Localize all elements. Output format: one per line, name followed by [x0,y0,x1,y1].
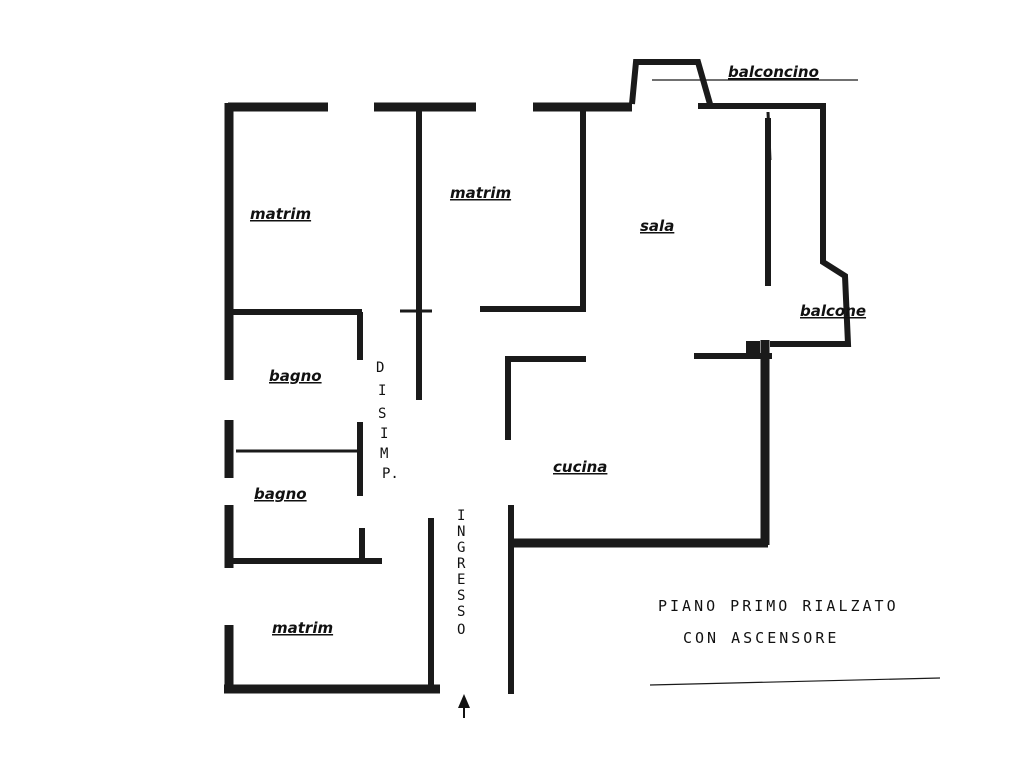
ingresso-letter: R [457,556,466,572]
walls [224,59,941,694]
label-matrim-top-center: matrim [450,184,511,202]
label-balcone: balcone [800,302,866,320]
wall-right-exterior [770,104,852,347]
disimp-letter: S [378,406,386,422]
note-line1: PIANO PRIMO RIALZATO [658,597,899,615]
ingresso-label: I N G R E S S O [457,508,466,638]
room-labels: matrim matrim sala balcone balconcino ba… [250,63,866,637]
label-sala: sala [640,217,674,235]
label-bagno-lower: bagno [254,485,307,503]
note-line2: CON ASCENSORE [683,629,839,647]
ingresso-letter: O [457,622,465,638]
label-cucina: cucina [553,458,607,476]
ingresso-letter: G [457,540,465,556]
disimp-letter: D [376,360,384,376]
disimp-label: D I S I M P. [376,360,399,482]
column-block [746,341,760,357]
signature-line [649,677,941,686]
label-bagno-upper: bagno [269,367,322,385]
disimp-letter: M [380,446,388,462]
entrance-arrow-icon [458,694,470,718]
label-matrim-top-left: matrim [250,205,311,223]
ingresso-letter: E [457,572,465,588]
disimp-letter: P. [382,466,399,482]
ingresso-letter: N [457,524,465,540]
wall-balcone-thin [766,111,772,161]
ingresso-letter: I [457,508,465,524]
ingresso-letter: S [457,604,465,620]
disimp-letter: I [378,383,386,399]
plan-notes: PIANO PRIMO RIALZATO CON ASCENSORE [658,597,899,647]
disimp-letter: I [380,426,388,442]
wall-balconcino [629,59,713,105]
label-balconcino: balconcino [728,63,819,81]
ingresso-letter: S [457,588,465,604]
label-matrim-bottom: matrim [272,619,333,637]
